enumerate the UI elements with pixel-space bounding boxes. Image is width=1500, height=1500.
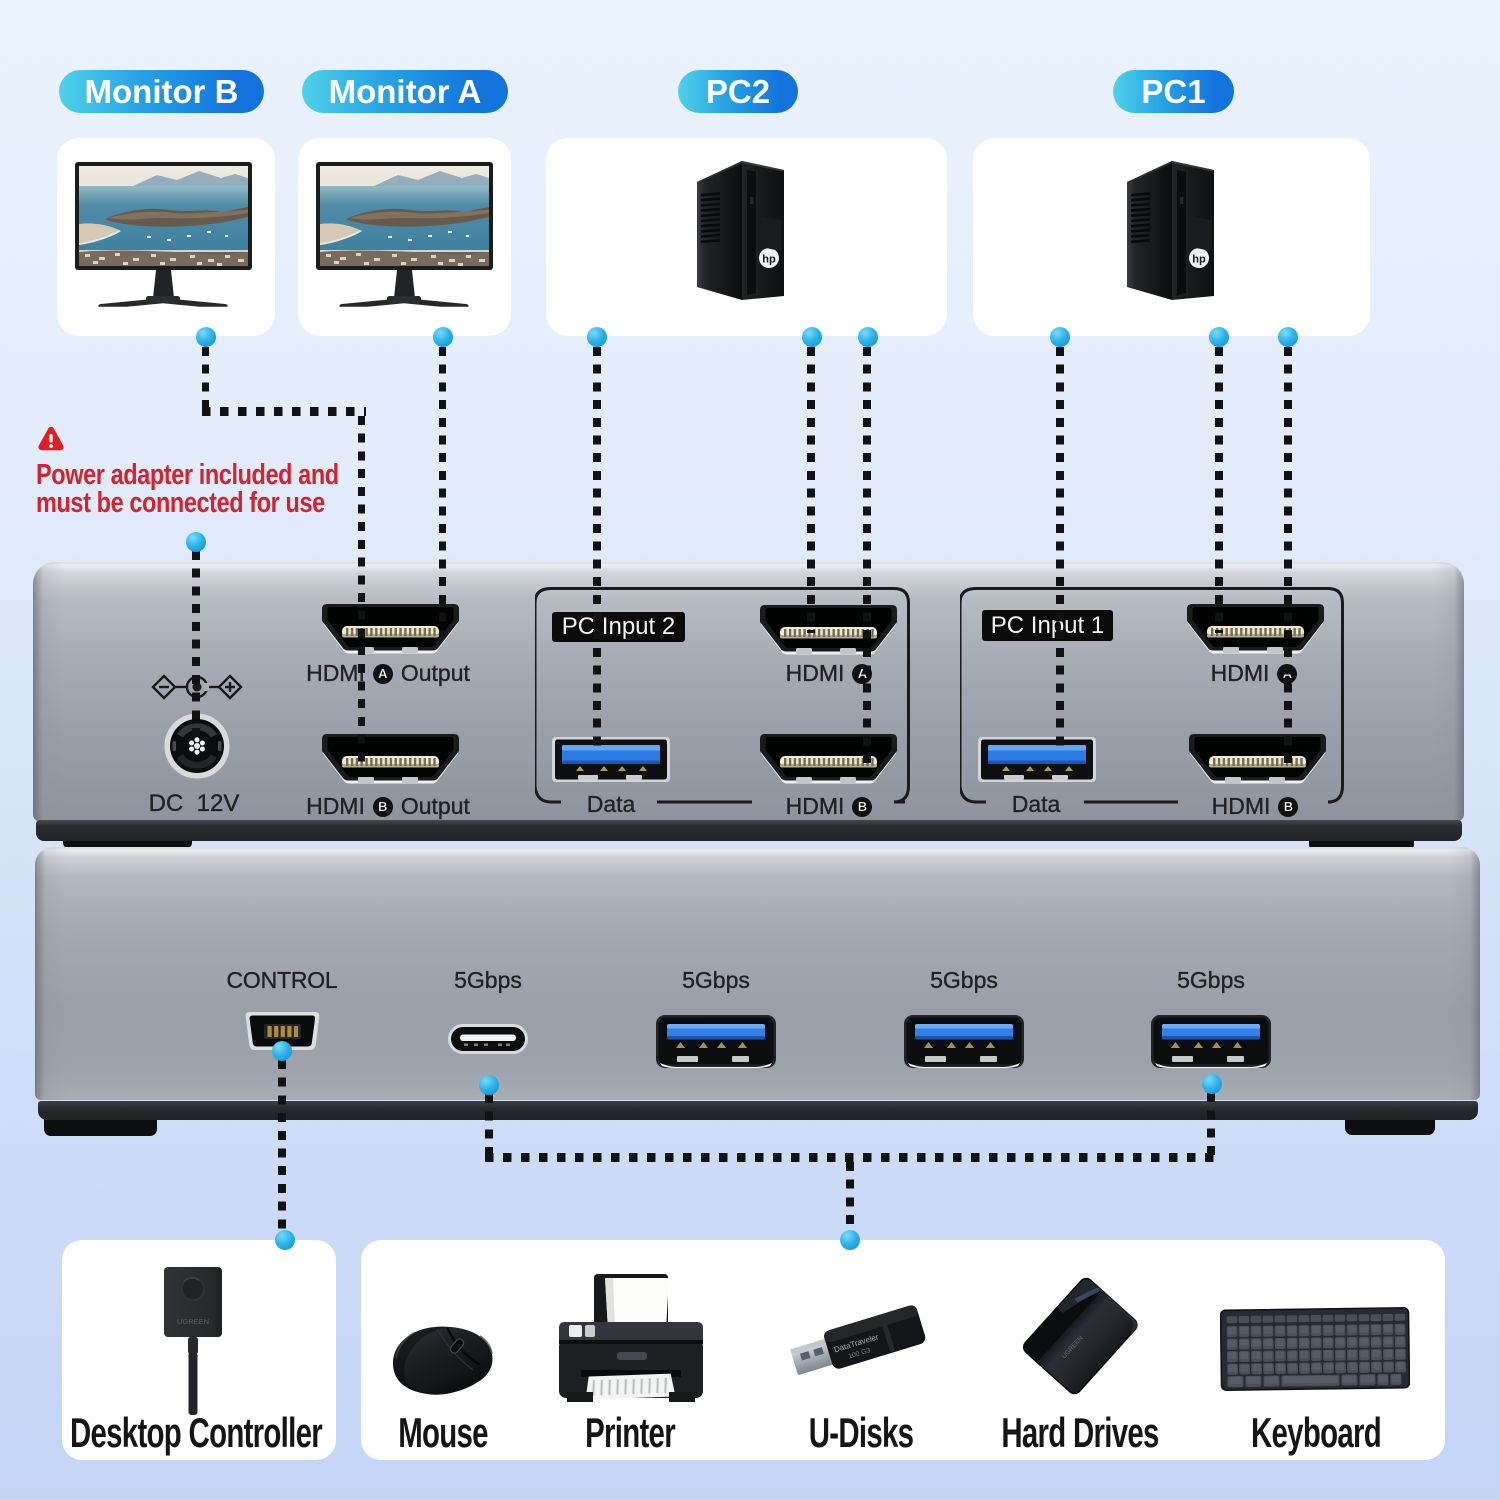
svg-text:hp: hp	[762, 254, 776, 266]
svg-text:UGREEN: UGREEN	[177, 1317, 209, 1326]
svg-text:hp: hp	[1192, 254, 1206, 266]
